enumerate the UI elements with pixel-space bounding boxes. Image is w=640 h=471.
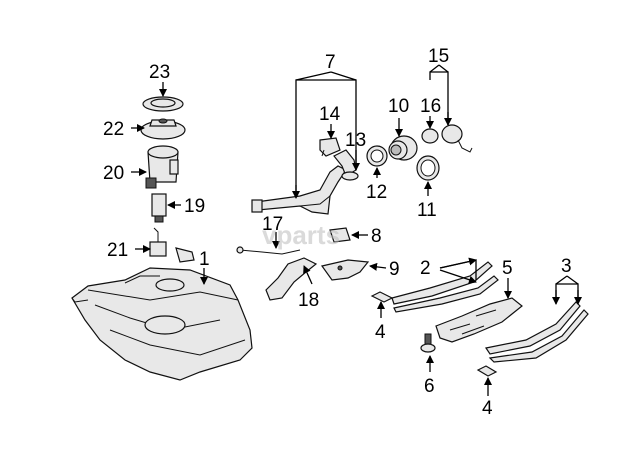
- pad-4b: [476, 365, 498, 377]
- callout-14: 14: [319, 104, 341, 125]
- bolt-6: [420, 333, 436, 353]
- callout-1: 1: [199, 249, 210, 270]
- callout-3: 3: [561, 256, 572, 277]
- callout-13: 13: [345, 130, 366, 151]
- callout-5: 5: [502, 258, 513, 279]
- callout-12: 12: [366, 182, 387, 203]
- fuel-tank: [71, 267, 253, 381]
- callout-10: 10: [388, 96, 409, 117]
- bracket-9: [320, 259, 370, 281]
- callout-16: 16: [420, 96, 441, 117]
- callout-17: 17: [262, 214, 283, 235]
- vent-hose-17: [236, 246, 301, 255]
- callout-23: 23: [149, 62, 170, 83]
- callout-4b: 4: [482, 398, 493, 419]
- callout-21: 21: [107, 240, 128, 261]
- filler-neck-10: [388, 135, 418, 161]
- callout-9: 9: [389, 259, 400, 280]
- cover-23: [142, 96, 184, 112]
- callout-18: 18: [298, 290, 319, 311]
- straps-2: [391, 261, 499, 313]
- callout-7: 7: [325, 52, 336, 73]
- callout-labels: 23 22 20 19 21 1 7 14 13 12 10 16 15 11 …: [103, 46, 572, 419]
- clip-8: [329, 227, 351, 243]
- callout-19: 19: [184, 196, 205, 217]
- cap-15: [441, 124, 473, 153]
- seal-16: [421, 128, 439, 144]
- lock-ring-22: [140, 118, 186, 140]
- callout-22: 22: [103, 119, 124, 140]
- sender-gauge-21: [149, 227, 195, 263]
- callout-4a: 4: [375, 322, 386, 343]
- gasket-12: [366, 145, 388, 167]
- callout-2: 2: [420, 258, 431, 279]
- heat-shield-5: [435, 297, 523, 343]
- callout-15: 15: [428, 46, 449, 67]
- callout-20: 20: [103, 163, 124, 184]
- pad-4a: [370, 291, 394, 303]
- callout-8: 8: [371, 226, 382, 247]
- callout-6: 6: [424, 376, 435, 397]
- part-14: [319, 137, 341, 157]
- hose-13: [333, 149, 359, 181]
- filler-pipe: [251, 165, 347, 215]
- pump-bracket-20: [145, 145, 179, 189]
- straps-3: [485, 301, 589, 363]
- pump-19: [151, 193, 167, 223]
- watermark-text: vparts: [262, 220, 340, 250]
- leader-lines: [131, 64, 582, 396]
- gasket-11: [416, 155, 440, 181]
- callout-11: 11: [417, 200, 437, 221]
